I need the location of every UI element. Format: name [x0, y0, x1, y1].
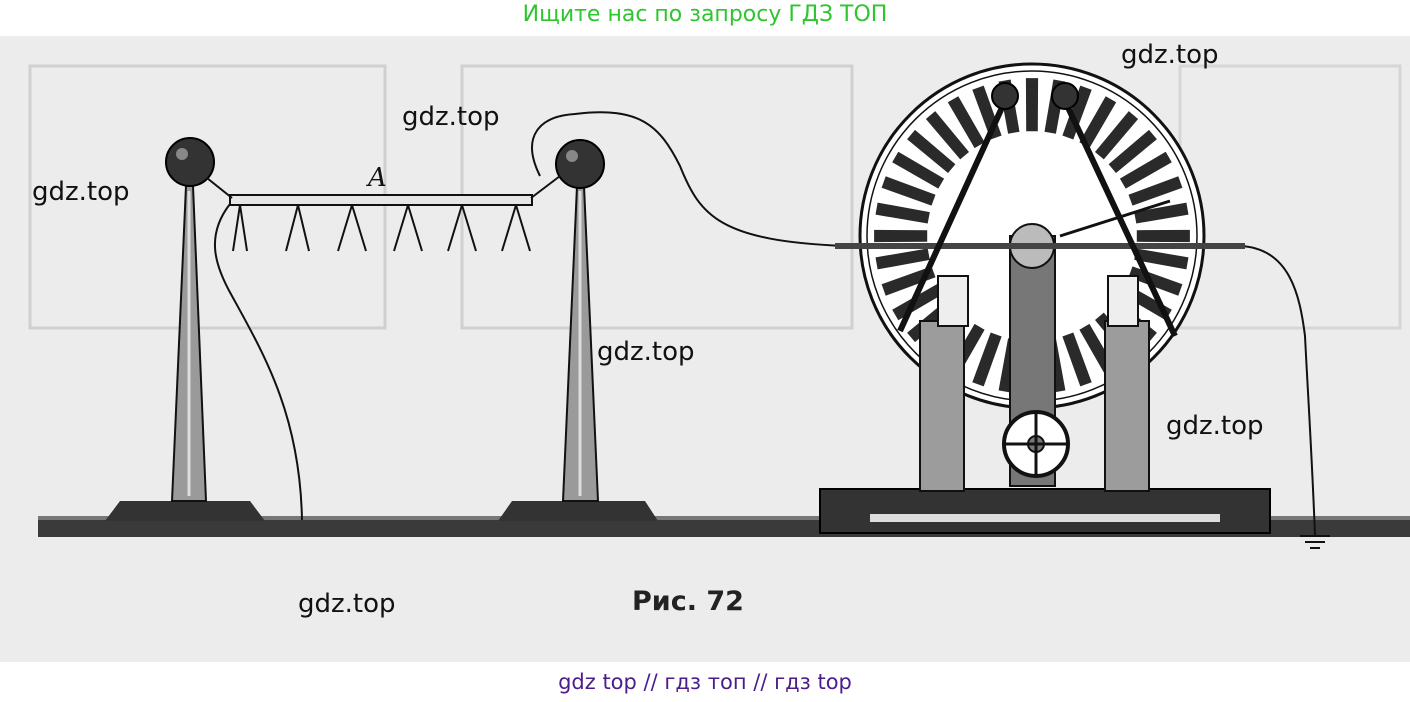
- disc-sector: [1079, 96, 1117, 149]
- disc-sector: [892, 151, 945, 189]
- disc-sector: [907, 129, 956, 173]
- disc-sector: [875, 202, 930, 224]
- disc-sector: [972, 332, 1002, 387]
- rod-label-a: A: [366, 163, 387, 193]
- left-insulating-stand: [105, 137, 265, 521]
- disc-sector: [1025, 78, 1039, 132]
- disc-sector: [1134, 202, 1189, 224]
- disc-sector: [1136, 229, 1190, 243]
- disc-sector: [947, 96, 985, 149]
- disc-sector: [892, 283, 945, 321]
- watermark: gdz.top: [1166, 411, 1264, 441]
- electrophore-machine: [819, 62, 1271, 534]
- disc-sector: [874, 229, 928, 243]
- connecting-wires: [213, 111, 1316, 537]
- disc-sector: [881, 176, 936, 206]
- disc-sector: [1062, 85, 1092, 140]
- disc-sector: [1134, 248, 1189, 270]
- disc-sector: [875, 248, 930, 270]
- disc-sector: [1128, 266, 1183, 296]
- disc-sector: [1128, 176, 1183, 206]
- figure-caption: Рис. 72: [632, 586, 744, 617]
- disc-sector: [1062, 332, 1092, 387]
- watermark: gdz.top: [298, 589, 396, 619]
- conductor-rod-a: [206, 175, 561, 252]
- watermark: gdz.top: [1121, 40, 1219, 70]
- disc-sector: [1108, 129, 1157, 173]
- watermark: gdz.top: [32, 177, 130, 207]
- watermark: gdz.top: [402, 102, 500, 132]
- search-banner: Ищите нас по запросу ГДЗ ТОП: [522, 2, 888, 27]
- disc-sector: [925, 111, 969, 160]
- disc-sector: [881, 266, 936, 296]
- watermark: gdz.top: [597, 337, 695, 367]
- disc-sector: [1119, 151, 1172, 189]
- middle-insulating-stand: [498, 139, 658, 521]
- electrostatic-apparatus-illustration: A: [28, 62, 1410, 549]
- ground-symbol: [1300, 535, 1330, 549]
- disc-sector: [1095, 111, 1139, 160]
- footer-links: gdz top // гдз топ // гдз top: [558, 670, 852, 694]
